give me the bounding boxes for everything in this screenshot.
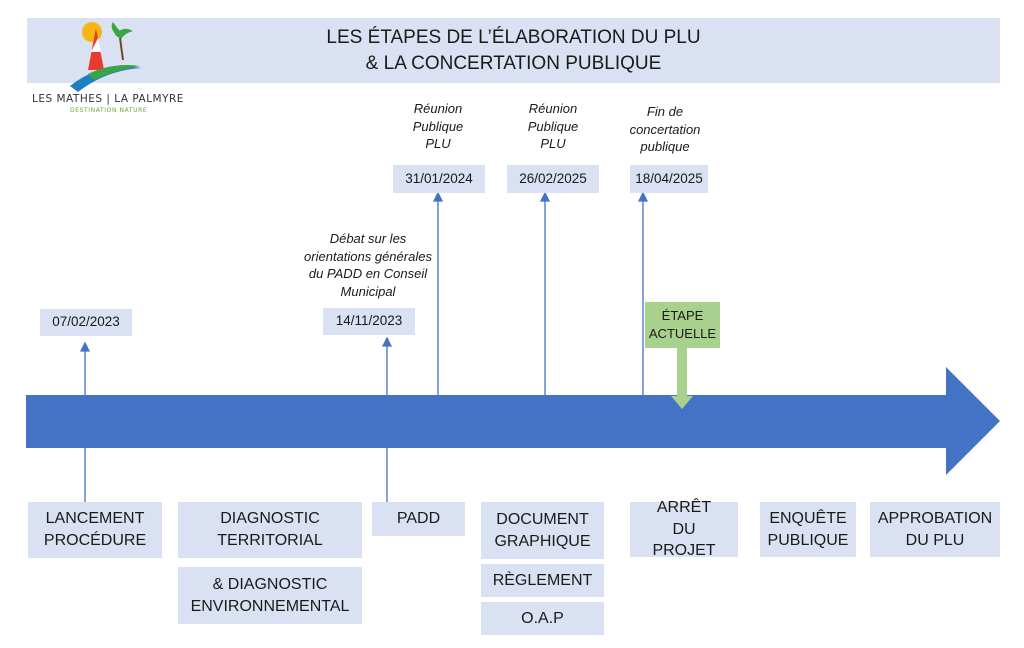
- date-box: 07/02/2023: [40, 309, 132, 336]
- stem-arrowhead: [432, 191, 444, 202]
- date-box: 18/04/2025: [630, 165, 708, 193]
- logo-icon: [70, 22, 142, 92]
- stage-approbation: APPROBATION DU PLU: [870, 502, 1000, 557]
- stage-reglement: RÈGLEMENT: [481, 564, 604, 597]
- date-box: 14/11/2023: [323, 308, 415, 335]
- stage-arret: ARRÊT DU PROJET: [630, 499, 738, 559]
- stem-arrowhead: [79, 341, 91, 352]
- current-step-label: ÉTAPE ACTUELLE: [645, 302, 720, 348]
- milestone-note-reunion-2025: Réunion Publique PLU: [527, 101, 579, 152]
- stem-arrowhead: [539, 191, 551, 202]
- date-box: 31/01/2024: [393, 165, 485, 193]
- milestone-note-reunion-2024: Réunion Publique PLU: [412, 101, 464, 152]
- page-title-line-1: LES ÉTAPES DE L’ÉLABORATION DU PLU: [326, 26, 701, 48]
- milestone-note-padd-debate: Débat sur les orientations générales du …: [304, 231, 432, 299]
- stem-arrowhead: [381, 336, 393, 347]
- stage-lancement: LANCEMENT PROCÉDURE: [28, 502, 162, 558]
- logo-tagline: DESTINATION NATURE: [70, 107, 148, 114]
- stage-enquete: ENQUÊTE PUBLIQUE: [760, 502, 856, 557]
- stage-document-graphique: DOCUMENT GRAPHIQUE: [481, 502, 604, 559]
- milestone-note-fin-concertation: Fin de concertation publique: [629, 104, 701, 155]
- date-box: 26/02/2025: [507, 165, 599, 193]
- timeline-arrow: [26, 367, 1000, 475]
- logo-name: LES MATHES | LA PALMYRE: [32, 93, 184, 105]
- stage-oap: O.A.P: [481, 602, 604, 635]
- current-step-arrow: [671, 348, 693, 409]
- title-band: LES ÉTAPES DE L’ÉLABORATION DU PLU & LA …: [27, 18, 1000, 83]
- page-title-line-2: & LA CONCERTATION PUBLIQUE: [365, 52, 662, 74]
- stage-diagnostic-territorial: DIAGNOSTIC TERRITORIAL: [178, 502, 362, 558]
- stem-arrowhead: [637, 191, 649, 202]
- stage-diagnostic-environnemental: & DIAGNOSTIC ENVIRONNEMENTAL: [178, 567, 362, 624]
- stage-padd: PADD: [372, 502, 465, 536]
